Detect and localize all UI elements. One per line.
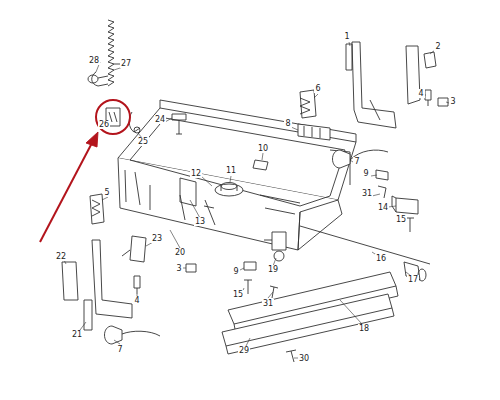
callout-number: 10 xyxy=(257,144,269,153)
callout-number: 29 xyxy=(238,346,250,355)
callout-number: 27 xyxy=(120,59,132,68)
callout-number: 6 xyxy=(314,84,321,93)
callout-number: 31 xyxy=(262,299,274,308)
callout-number: 5 xyxy=(103,188,110,197)
callout-number: 25 xyxy=(137,137,149,146)
callout-number: 7 xyxy=(353,157,360,166)
callout-number: 12 xyxy=(190,169,202,178)
callout-number: 24 xyxy=(154,115,166,124)
callout-number: 17 xyxy=(407,275,419,284)
callout-number: 23 xyxy=(151,234,163,243)
callout-number: 22 xyxy=(55,252,67,261)
callout-number: 16 xyxy=(375,254,387,263)
callout-number: 26 xyxy=(98,120,110,129)
callout-number: 4 xyxy=(133,296,140,305)
callout-number: 31 xyxy=(361,189,373,198)
callout-number: 2 xyxy=(434,42,441,51)
callout-number: 19 xyxy=(267,265,279,274)
callout-number: 13 xyxy=(194,217,206,226)
callout-number: 28 xyxy=(88,56,100,65)
callout-number: 9 xyxy=(362,169,369,178)
callout-number: 30 xyxy=(298,354,310,363)
callout-number: 8 xyxy=(284,119,291,128)
callout-number: 11 xyxy=(225,166,237,175)
callout-number: 18 xyxy=(358,324,370,333)
callout-number: 3 xyxy=(449,97,456,106)
callout-number: 20 xyxy=(174,248,186,257)
callout-number: 4 xyxy=(417,89,424,98)
callout-number: 9 xyxy=(232,267,239,276)
callout-number: 21 xyxy=(71,330,83,339)
callout-number: 14 xyxy=(377,203,389,212)
callout-number: 15 xyxy=(232,290,244,299)
callout-number: 7 xyxy=(116,345,123,354)
callout-number: 3 xyxy=(175,264,182,273)
callout-number: 1 xyxy=(343,32,350,41)
callout-number: 15 xyxy=(395,215,407,224)
